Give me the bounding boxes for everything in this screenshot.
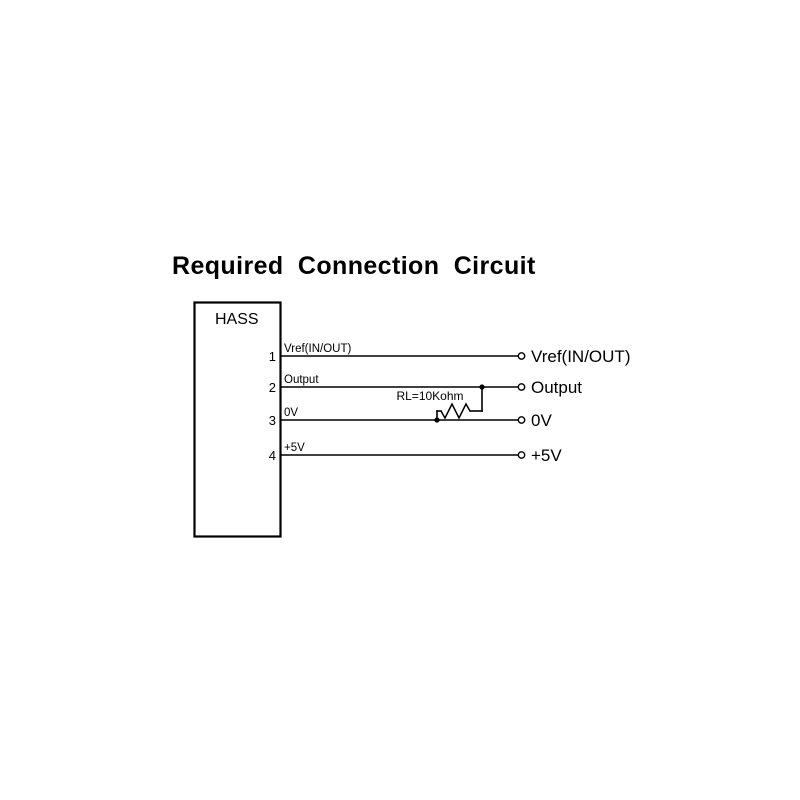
terminal-node-0v xyxy=(517,416,526,424)
resistor-zigzag-symbol xyxy=(440,402,471,420)
pin-label-2: Output xyxy=(284,374,319,386)
device-name-label: HASS xyxy=(215,311,259,328)
resistor-value-label: RL=10Kohm xyxy=(396,389,463,403)
terminal-node-output xyxy=(517,383,526,391)
hass-device-box xyxy=(193,301,282,538)
terminal-node-vref xyxy=(517,352,526,360)
junction-dot-0v xyxy=(434,417,440,423)
junction-dot-output xyxy=(479,384,485,390)
terminal-label-0v: 0V xyxy=(531,411,552,430)
pin-label-1: Vref(IN/OUT) xyxy=(284,343,351,355)
terminal-label-vref: Vref(IN/OUT) xyxy=(531,347,630,366)
pin-label-4: +5V xyxy=(284,442,305,454)
pin-number-4: 4 xyxy=(269,448,276,463)
terminal-node-5v xyxy=(517,451,526,459)
terminal-label-output: Output xyxy=(531,378,582,397)
pin-number-3: 3 xyxy=(269,413,276,428)
pin-number-1: 1 xyxy=(269,349,276,364)
pin-label-3: 0V xyxy=(284,407,298,419)
pin-number-2: 2 xyxy=(269,380,276,395)
terminal-label-5v: +5V xyxy=(531,446,562,465)
page-title: Required Connection Circuit xyxy=(172,252,536,280)
